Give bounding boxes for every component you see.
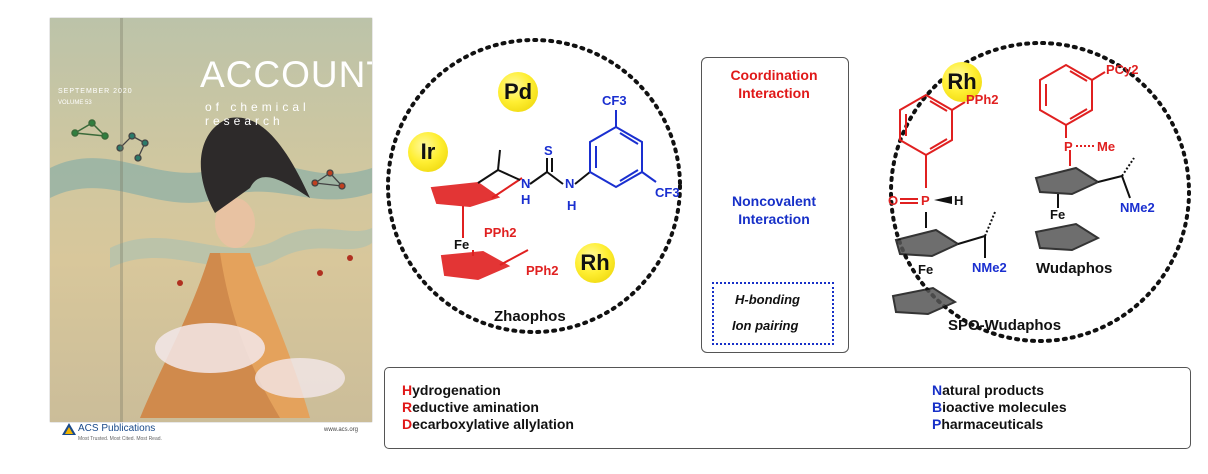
cover-volume: VOLUME 53 xyxy=(58,100,92,106)
label-s: S xyxy=(544,143,553,158)
metal-badge-pd: Pd xyxy=(498,72,538,112)
reaction-list: Hydrogenation Reductive amination Decarb… xyxy=(402,382,574,433)
cover-title: ACCOUNTS xyxy=(200,54,372,95)
publisher-name: ACS Publications xyxy=(78,423,156,434)
publisher-tagline: Most Trusted. Most Cited. Most Read. xyxy=(78,436,162,442)
h-bonding-label: H-bonding xyxy=(735,292,800,307)
cover-date: SEPTEMBER 2020 xyxy=(58,88,133,95)
interaction-box xyxy=(701,57,849,353)
label-p-h: P xyxy=(921,193,930,208)
label-cf3-top: CF3 xyxy=(602,93,627,108)
journal-cover: SEPTEMBER 2020 VOLUME 53 ACCOUNTS of che… xyxy=(50,18,372,422)
label-nme2-wudaphos: NMe2 xyxy=(1120,200,1155,215)
reaction-item: Hydrogenation xyxy=(402,382,501,398)
target-item: Bioactive molecules xyxy=(932,399,1067,415)
label-h: H xyxy=(954,193,964,208)
ligand-name-zhaophos: Zhaophos xyxy=(494,308,566,325)
label-fe-spo: Fe xyxy=(918,262,934,277)
label-me: Me xyxy=(1097,139,1116,154)
applications-box xyxy=(384,367,1191,449)
wudaphos-ferrocene xyxy=(1034,157,1135,252)
zhaophos-aryl-ring xyxy=(589,110,657,189)
zhaophos-backbone xyxy=(477,149,591,185)
reaction-item: Reductive amination xyxy=(402,399,539,415)
cover-spine xyxy=(120,18,123,422)
cover-subtitle: of chemical research xyxy=(205,100,310,128)
publisher-url: www.acs.org xyxy=(324,427,359,433)
ligand-name-wudaphos: Wudaphos xyxy=(1036,260,1113,277)
ligand-name-spo-wudaphos: SPO-Wudaphos xyxy=(948,317,1062,334)
target-list: Natural products Bioactive molecules Pha… xyxy=(932,382,1067,433)
target-item: Natural products xyxy=(932,382,1045,398)
target-item: Pharmaceuticals xyxy=(932,416,1044,432)
reaction-item: Decarboxylative allylation xyxy=(402,416,574,432)
noncovalent-types-box xyxy=(712,282,834,345)
wudaphos-aryl xyxy=(1039,63,1106,166)
metal-badge-ir: Ir xyxy=(408,132,448,172)
zhaophos-ferrocene xyxy=(430,177,529,281)
metal-badge-rh-right: Rh xyxy=(942,62,982,102)
label-nh1-n: N xyxy=(521,176,531,191)
metal-badge-rh: Rh xyxy=(575,243,615,283)
label-nh2-n: N xyxy=(565,176,575,191)
label-nh2-h: H xyxy=(567,198,577,213)
spo-wudaphos-aryl xyxy=(899,93,966,188)
label-p-me: P xyxy=(1064,139,1073,154)
label-o: O xyxy=(888,193,899,208)
label-pph2-b: PPh2 xyxy=(526,263,559,278)
label-fe: Fe xyxy=(454,237,470,252)
label-nme2-spo: NMe2 xyxy=(972,260,1007,275)
cover-illustration xyxy=(50,117,372,418)
spo-wudaphos-ferrocene xyxy=(891,211,996,316)
label-cf3-right: CF3 xyxy=(655,185,680,200)
label-pph2-right: PPh2 xyxy=(966,92,999,107)
right-dotted-circle xyxy=(889,41,1191,343)
noncovalent-interaction-label: Noncovalent Interaction xyxy=(731,193,816,227)
label-pcy2: PCy2 xyxy=(1106,62,1139,77)
acs-logo-icon xyxy=(62,423,76,435)
ion-pairing-label: Ion pairing xyxy=(732,318,799,333)
label-pph2-a: PPh2 xyxy=(484,225,517,240)
left-dotted-circle xyxy=(386,38,682,334)
label-nh1-h: H xyxy=(521,192,531,207)
coordination-interaction-label: Coordination Interaction xyxy=(730,67,818,101)
spo-wudaphos-po xyxy=(900,196,952,204)
label-fe-wudaphos: Fe xyxy=(1050,207,1066,222)
